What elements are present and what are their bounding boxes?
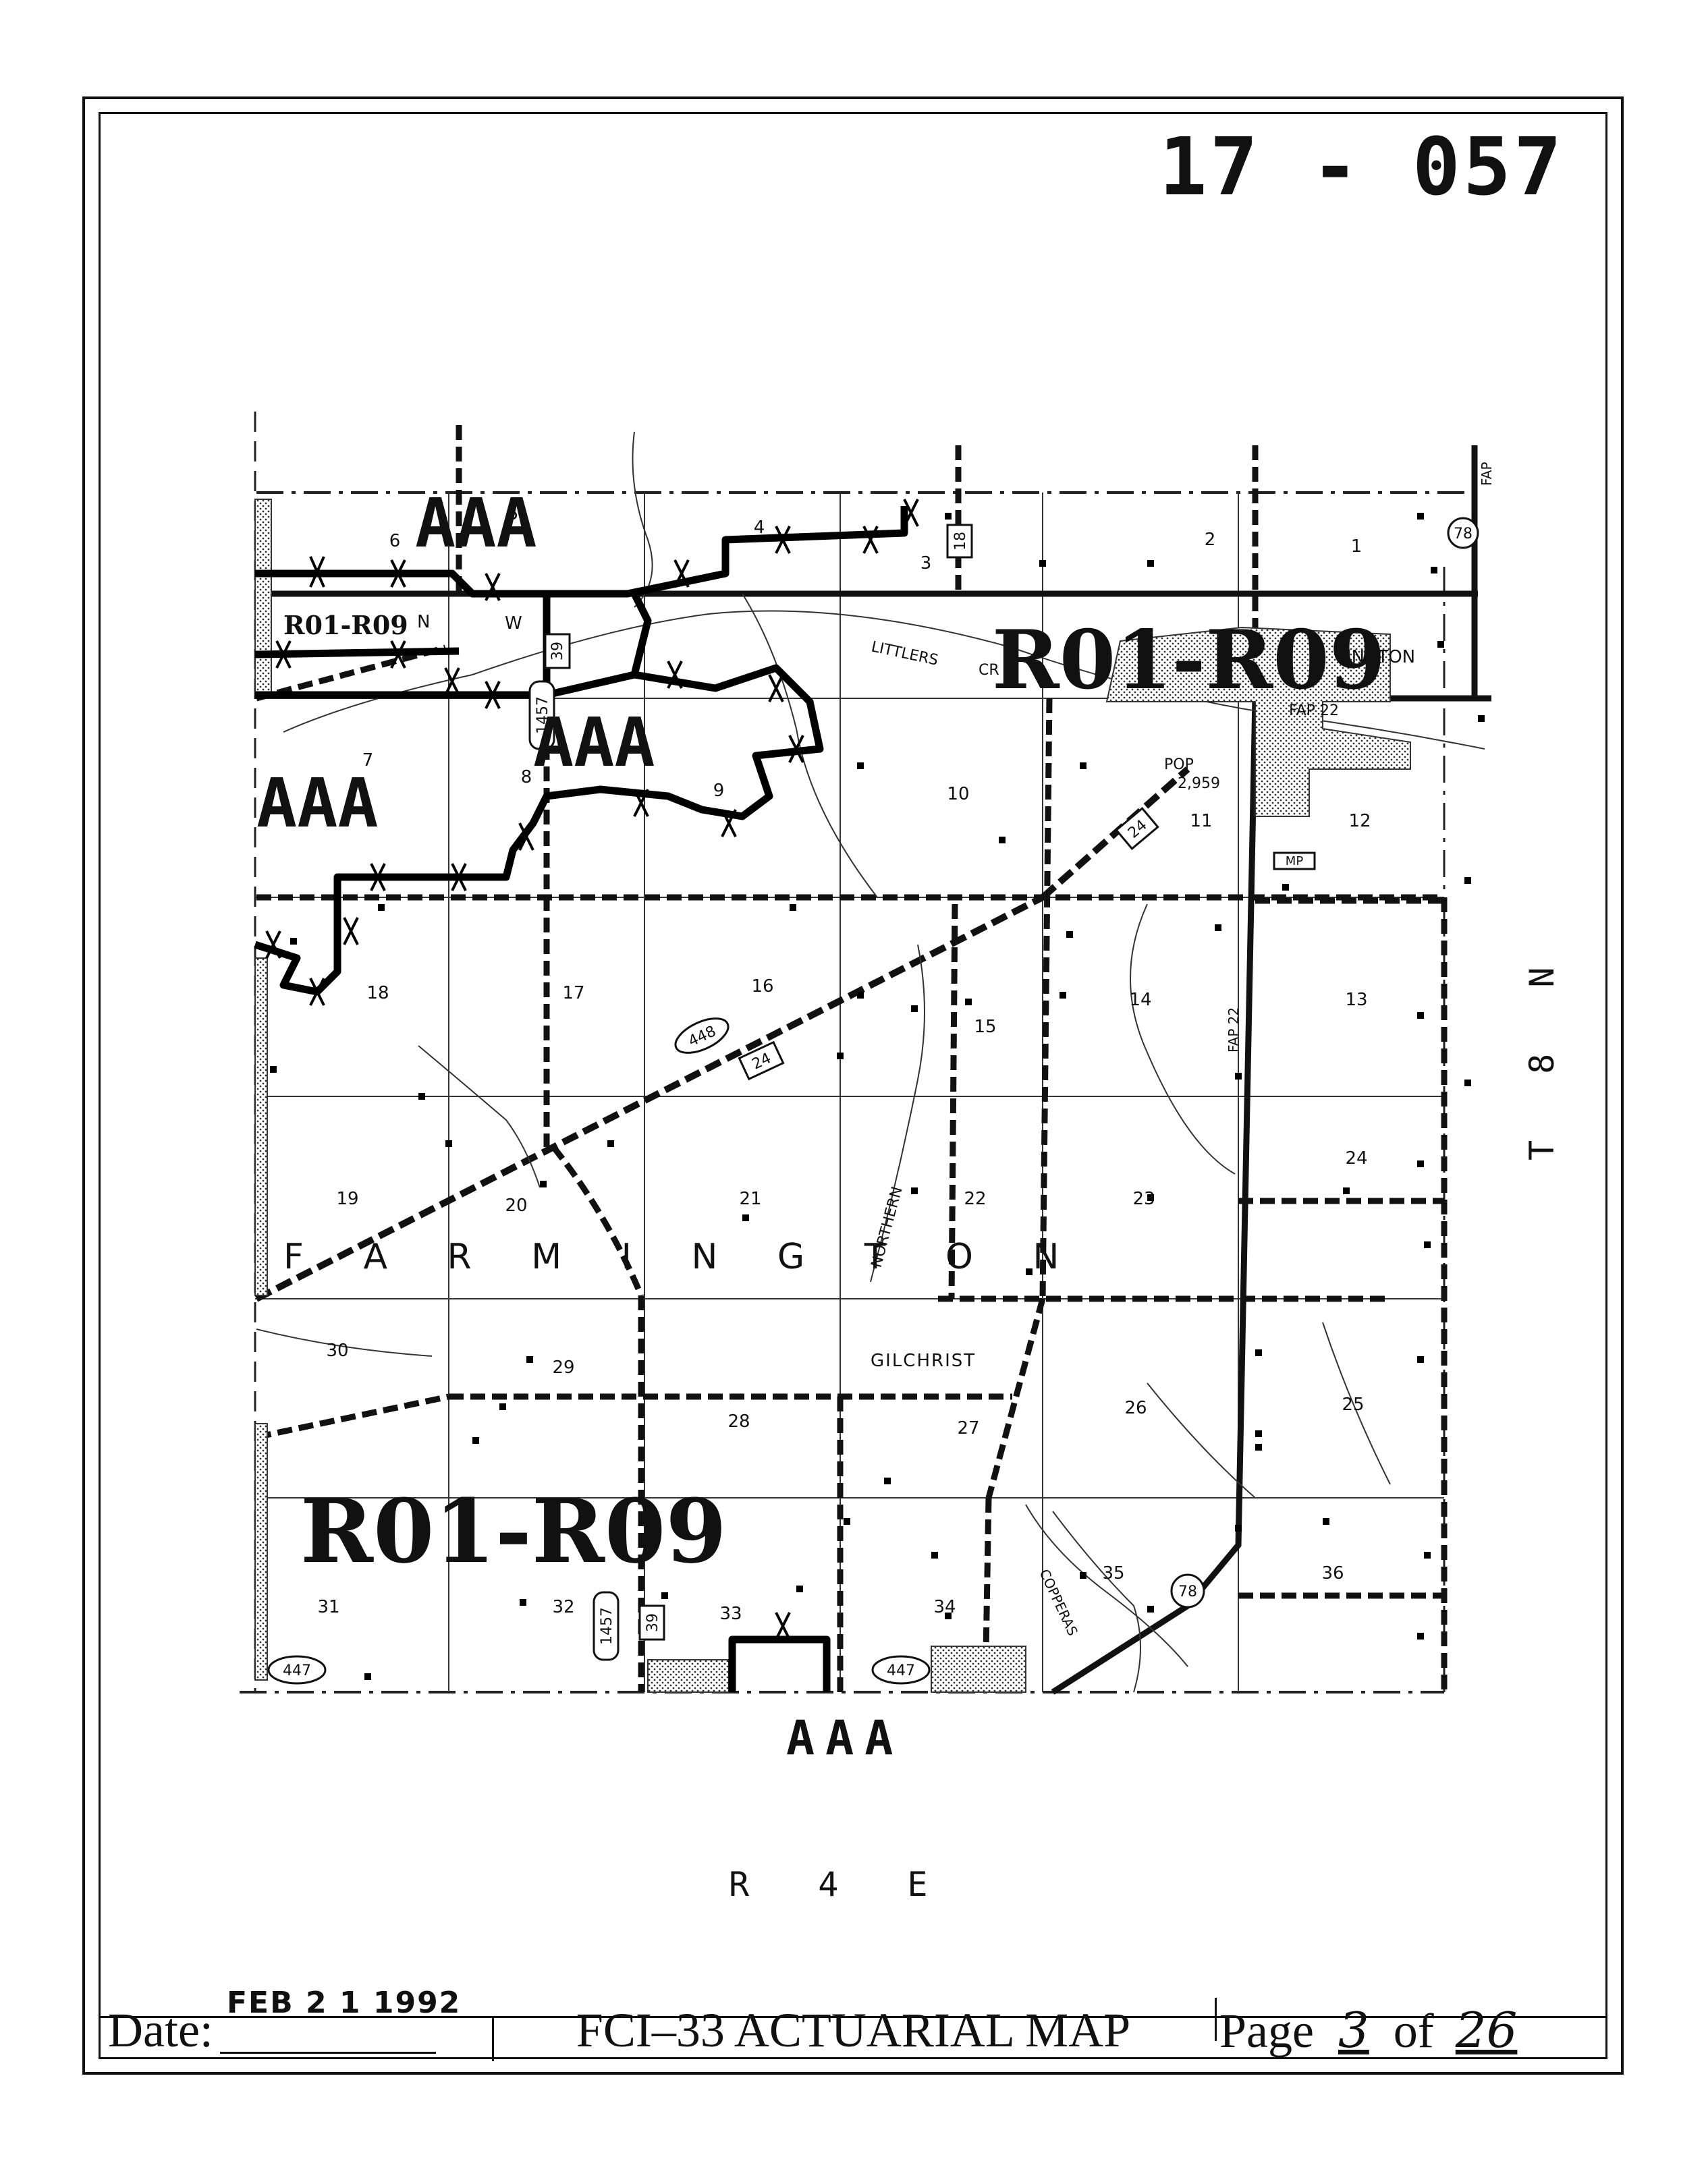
date-underline [220, 2052, 436, 2054]
section-number: 1 [1351, 536, 1363, 557]
route-18: 18 [952, 532, 969, 551]
rate-code-large: R01-R09 [992, 613, 1385, 708]
section-number: 9 [713, 781, 725, 801]
route-447-right: 447 [887, 1662, 915, 1679]
section-number: 22 [964, 1189, 986, 1209]
section-number: 2 [1205, 530, 1216, 550]
risk-label-aaa: AAA [256, 764, 379, 843]
range-label: R 4 E [729, 1865, 952, 1904]
section-number: 3 [920, 553, 932, 573]
route-1457-bottom: 1457 [599, 1607, 615, 1645]
section-number: 35 [1102, 1563, 1124, 1584]
section-number: 30 [326, 1341, 348, 1361]
fap-22-label-side: FAP 22 [1226, 1007, 1242, 1053]
section-number: 16 [751, 976, 773, 997]
outer-border [82, 96, 1624, 2075]
footer-bar: Date: FEB 2 1 1992 FCI–33 ACTUARIAL MAP … [99, 1986, 1607, 2061]
section-number: 28 [727, 1411, 750, 1432]
section-number: 17 [562, 983, 584, 1003]
map-title: FCI–33 ACTUARIAL MAP [492, 1998, 1217, 2057]
pop-value: 2,959 [1178, 775, 1220, 792]
section-number: 7 [362, 750, 374, 771]
rate-code-bottom: R01-R09 [300, 1480, 727, 1583]
section-number: 15 [974, 1017, 996, 1037]
section-number: 26 [1124, 1398, 1147, 1418]
township-label: T 8 N [1522, 944, 1562, 1160]
risk-label-aaa: AAA [415, 484, 537, 563]
route-447-left: 447 [283, 1662, 311, 1679]
label-n: N [417, 612, 430, 632]
section-number: 33 [719, 1604, 742, 1624]
risk-label-aaa: AAA [533, 703, 655, 782]
section-number: 13 [1345, 990, 1367, 1010]
route-78-top: 78 [1454, 526, 1473, 542]
section-numbers: 1 2 3 4 5 6 7 8 9 10 11 12 13 14 15 16 1… [317, 504, 1371, 1624]
section-number: 11 [1190, 811, 1212, 831]
section-number: 10 [947, 784, 969, 804]
town-gilchrist: GILCHRIST [871, 1351, 976, 1371]
page-cell: Page 3 of 26 [1217, 1998, 1607, 2059]
section-number: 18 [366, 983, 389, 1003]
section-number: 36 [1321, 1563, 1344, 1584]
risk-label-aaa: AAA [786, 1710, 904, 1766]
section-number: 29 [552, 1357, 574, 1378]
section-number: 27 [957, 1418, 979, 1438]
fap-label: FAP [1479, 462, 1495, 486]
section-number: 12 [1348, 811, 1371, 831]
section-number: 19 [336, 1189, 358, 1209]
section-number: 25 [1342, 1395, 1364, 1415]
page-prefix: Page [1219, 2004, 1314, 2058]
inner-border [99, 112, 1607, 2059]
rate-code-small: R01-R09 [283, 610, 408, 640]
section-number: 24 [1345, 1148, 1367, 1169]
section-number: 4 [754, 517, 765, 538]
label-w: W [505, 613, 522, 634]
section-number: 5 [507, 504, 519, 524]
map-id: 17 - 057 [1159, 120, 1564, 213]
date-stamp: FEB 2 1 1992 [227, 1986, 462, 2020]
section-number: 34 [933, 1597, 956, 1617]
shaded-areas [254, 499, 1411, 1693]
route-78-bottom: 78 [1178, 1584, 1197, 1600]
section-number: 8 [521, 767, 532, 787]
mp-label: MP [1286, 854, 1304, 868]
roads [254, 425, 1448, 1693]
section-number: 31 [317, 1597, 339, 1617]
section-number: 14 [1129, 990, 1151, 1010]
section-number: 32 [552, 1597, 574, 1617]
page-of: of [1393, 2004, 1434, 2058]
town-partial-ington: INGTON [1346, 647, 1415, 667]
creek-cr: CR [979, 662, 999, 679]
building-markers [270, 513, 1485, 1680]
fap-22-label-top: FAP 22 [1289, 702, 1339, 719]
section-number: 23 [1132, 1189, 1155, 1209]
date-cell: Date: FEB 2 1 1992 [99, 1986, 494, 2061]
section-number: 6 [389, 531, 401, 551]
section-number: 20 [505, 1196, 527, 1216]
pop-label: POP [1164, 756, 1194, 773]
page-total: 26 [1455, 2002, 1518, 2059]
township-name: F A R M I N G T O N [283, 1237, 1083, 1277]
route-39-bottom: 39 [644, 1613, 661, 1632]
boundary-x-markers [265, 499, 919, 1640]
route-39-top: 39 [549, 642, 566, 661]
date-label: Date: [108, 2003, 213, 2057]
route-shields [267, 517, 1479, 1685]
route-1457-top: 1457 [534, 696, 551, 734]
section-number: 21 [739, 1189, 761, 1209]
creek-littlers: LITTLERS [870, 638, 940, 669]
page-number: 3 [1338, 2002, 1369, 2059]
